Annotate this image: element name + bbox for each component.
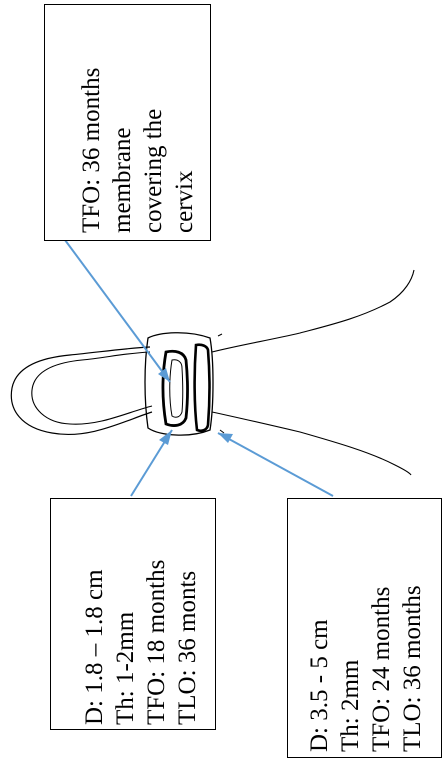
callout-left-line-3: TFO: 18 months <box>141 560 172 725</box>
callout-top: TFO: 36 months membrane covering the cer… <box>44 4 211 241</box>
callout-top-line-1: TFO: 36 months <box>76 68 107 233</box>
callout-right: D: 3.5 - 5 cm Th: 2mm TFO: 24 months TLO… <box>287 498 442 758</box>
callout-top-text: TFO: 36 months membrane covering the cer… <box>76 68 200 233</box>
device-dome-inner <box>170 360 183 417</box>
callout-right-line-1: D: 3.5 - 5 cm <box>304 585 335 752</box>
callout-left: D: 1.8 – 1.8 cm Th: 1-2mm TFO: 18 months… <box>50 498 216 730</box>
callout-top-line-2: membrane <box>107 68 138 233</box>
arrow-right <box>218 433 333 496</box>
device-body-outer <box>145 333 213 435</box>
callout-right-line-3: TFO: 24 months <box>366 585 397 752</box>
arrow-top <box>65 240 170 382</box>
device-loop-inner <box>32 352 152 424</box>
device-string-lower <box>212 412 411 475</box>
callout-left-line-4: TLO: 36 monts <box>172 560 203 725</box>
callout-top-line-4: cervix <box>169 68 200 233</box>
callout-left-text: D: 1.8 – 1.8 cm Th: 1-2mm TFO: 18 months… <box>79 560 203 725</box>
device-dome <box>163 351 188 425</box>
arrow-left-head <box>159 430 172 445</box>
arrow-right-head <box>218 433 233 443</box>
callout-top-line-3: covering the <box>138 68 169 233</box>
callout-right-line-4: TLO: 36 months <box>397 585 428 752</box>
callout-right-line-2: Th: 2mm <box>335 585 366 752</box>
callout-left-line-1: D: 1.8 – 1.8 cm <box>79 560 110 725</box>
callout-right-text: D: 3.5 - 5 cm Th: 2mm TFO: 24 months TLO… <box>304 585 428 752</box>
callout-left-line-2: Th: 1-2mm <box>110 560 141 725</box>
device-string-upper <box>212 270 414 352</box>
device-rim <box>195 345 210 431</box>
